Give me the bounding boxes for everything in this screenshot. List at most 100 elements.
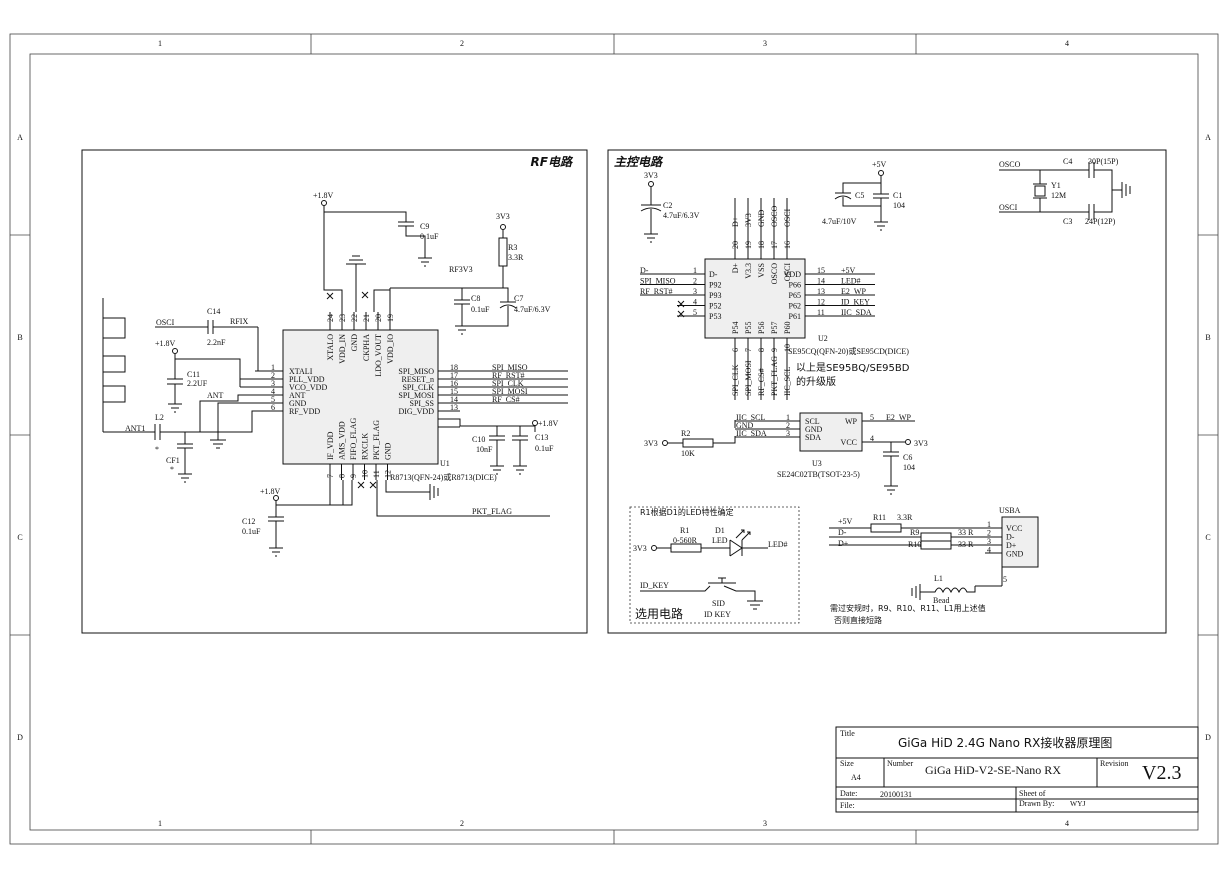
u3-net-label: IIC_SDA — [736, 429, 767, 438]
u2-pin-num: 19 — [744, 241, 753, 249]
u1-pin-name: LDO_VOUT — [374, 334, 383, 377]
c11-value: 2.2UF — [187, 379, 208, 388]
revision-label: Revision — [1100, 759, 1128, 768]
c2-ref: C2 — [663, 201, 672, 210]
u1-pin-num: 3 — [271, 379, 275, 388]
net-led: LED# — [768, 540, 788, 549]
drawn-by-value: WYJ — [1070, 799, 1085, 808]
u3-chip — [799, 412, 863, 452]
u2-pin-name: P60 — [783, 322, 792, 334]
u3-pin-name: GND — [805, 425, 823, 434]
mcu-frame — [607, 149, 1167, 634]
drawn-by-label: Drawn By: — [1019, 799, 1054, 808]
u1-net-label: SPI_MOSI — [492, 387, 528, 396]
c13-value: 0.1uF — [535, 444, 554, 453]
net-rfix: RFIX — [230, 317, 248, 326]
u1-pin-num: 6 — [271, 403, 275, 412]
rf-v18-bottom: +1.8V — [260, 487, 281, 496]
cf1-star: * — [170, 465, 174, 474]
u1-pin-num: 15 — [450, 387, 458, 396]
u2-part: SE95CQ(QFN-20)或SE95CD(DICE) — [788, 346, 909, 356]
row-label-c-right: C — [1205, 533, 1210, 542]
rf-title: RF电路 — [531, 155, 574, 169]
c3-value: 24P(12P) — [1085, 217, 1116, 226]
u2-net-label: SPI_CLK — [731, 364, 740, 396]
sid-ref: SID — [712, 599, 725, 608]
u2-net-label: +5V — [841, 266, 856, 275]
u1-pin-num: 4 — [271, 387, 275, 396]
u2-pin-num: 18 — [757, 241, 766, 249]
col-label-2-bottom: 2 — [460, 819, 464, 828]
u1-pin-name: PLL_VDD — [289, 375, 325, 384]
r3-ref: R3 — [508, 243, 517, 252]
u2-pin-num: 7 — [744, 348, 753, 352]
u1-pin-name: CKPHA — [362, 334, 371, 361]
u2-pin-num: 9 — [770, 348, 779, 352]
size-value: A4 — [851, 773, 861, 782]
row-label-b-right: B — [1205, 333, 1210, 342]
c12-value: 0.1uF — [242, 527, 261, 536]
u1-pin-num: 23 — [338, 314, 347, 322]
usb-ref: USBA — [999, 506, 1021, 515]
u1-ref: U1 — [440, 459, 450, 468]
option-circuit-label: 选用电路 — [635, 606, 683, 621]
u1-pin-name: GND — [289, 399, 307, 408]
rf-v18-right: +1.8V — [538, 419, 559, 428]
d1-ref: D1 — [715, 526, 725, 535]
u2-net-label: SPI_MOSI — [744, 360, 753, 396]
col-label-2: 2 — [460, 39, 464, 48]
u2-pin-name: P53 — [709, 312, 721, 321]
u1-pin-name: RESET_n — [402, 375, 434, 384]
u2-pin-name: VDD — [784, 270, 802, 279]
u3-net-label: IIC_SCL — [736, 413, 765, 422]
mcu-section: 主控电路 3V3 C2 4.7uF/6.3V +5V C5 C1 104 4.7… — [607, 149, 1167, 634]
u2-net-label: IIC_SCL — [783, 367, 792, 396]
u3-pin-num: 5 — [870, 413, 874, 422]
u1-pin-name: VCO_VDD — [289, 383, 327, 392]
c10-value: 10nF — [476, 445, 493, 454]
row-label-d-right: D — [1205, 733, 1211, 742]
u2-pin-name: D- — [709, 270, 718, 279]
u1-pin-num: 10 — [361, 470, 370, 478]
u1-pin-num: 11 — [372, 470, 381, 478]
u2-note-1: 以上是SE95BQ/SE95BD — [796, 362, 910, 374]
col-label-3-bottom: 3 — [763, 819, 767, 828]
col-label-3: 3 — [763, 39, 767, 48]
c12-ref: C12 — [242, 517, 255, 526]
u1-pin-name: SPI_SS — [410, 399, 434, 408]
y1-value: 12M — [1051, 191, 1066, 200]
u2-pin-num: 3 — [693, 287, 697, 296]
net-ant1: ANT1 — [125, 424, 145, 433]
r9-value: 33 R — [958, 528, 974, 537]
net-rf3v3: RF3V3 — [449, 265, 473, 274]
u1-top-pins: 24XTALO23VDD_IN22GND21CKPHA20LDO_VOUT19V… — [326, 312, 395, 377]
c7-value: 4.7uF/6.3V — [514, 305, 551, 314]
u2-pin-name: P62 — [789, 302, 801, 311]
option-circuit-box — [629, 506, 800, 624]
u3-pin-name: SDA — [805, 433, 821, 442]
row-label-b: B — [17, 333, 22, 342]
u3-net-label: GND — [736, 421, 754, 430]
u2-pin-name: P52 — [709, 302, 721, 311]
u1-pin-name: SPI_MOSI — [398, 391, 434, 400]
l1-value: Bead — [933, 596, 949, 605]
c3-ref: C3 — [1063, 217, 1072, 226]
u2-pin-name: P55 — [744, 322, 753, 334]
c14-value: 2.2nF — [207, 338, 226, 347]
led-note: R1根据D1的LED特性确定 — [640, 507, 734, 517]
u2-net-label: OSCI — [783, 208, 792, 227]
u1-pin-num: 20 — [374, 314, 383, 322]
u1-pin-num: 16 — [450, 379, 458, 388]
u3-pin-name: SCL — [805, 417, 820, 426]
r10-ref: R10 — [908, 540, 921, 549]
u1-pin-num: 14 — [450, 395, 458, 404]
usb-pin-num: 3 — [987, 537, 991, 546]
u1-pin-num: 5 — [271, 395, 275, 404]
u2-pin-num: 16 — [783, 241, 792, 249]
net-id-key: ID_KEY — [640, 581, 669, 590]
u2-net-label: ID_KEY — [841, 298, 870, 307]
u1-pin-num: 17 — [450, 371, 458, 380]
